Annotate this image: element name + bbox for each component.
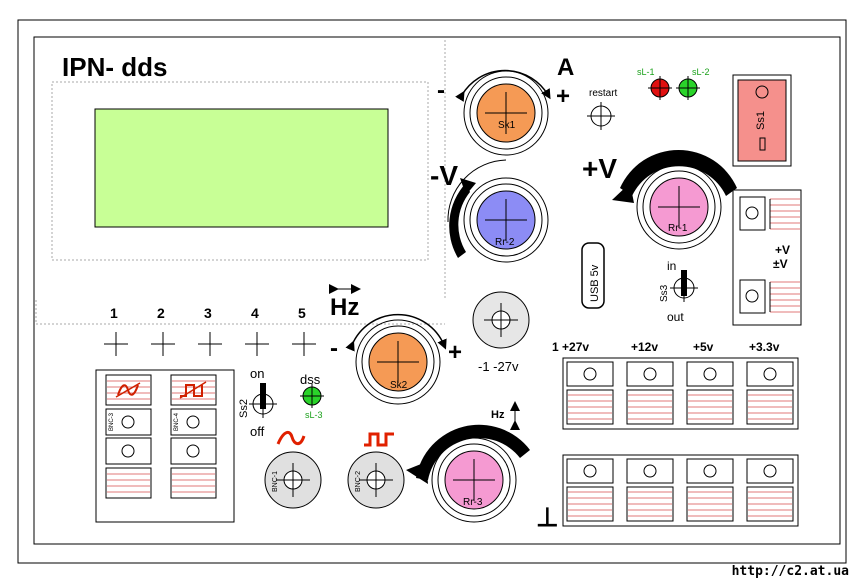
restart-button[interactable] [587, 102, 615, 130]
screw-terminal [686, 361, 734, 425]
channel-number: 5 [298, 305, 306, 321]
voltage-label: +12v [631, 340, 658, 354]
frequency-label-small: Hz [491, 409, 505, 421]
usb-label: USB 5v [589, 264, 601, 302]
lcd-screen [94, 108, 389, 228]
in-out-switch-ss3[interactable] [670, 270, 698, 302]
screw-terminal [566, 361, 614, 425]
voltage-label: 1 +27v [552, 340, 589, 354]
screw-terminal [746, 458, 794, 522]
fine-frequency-knob-rr3[interactable]: Rr-3 [406, 424, 530, 523]
channel-number: 4 [251, 305, 259, 321]
usb-port[interactable]: USB 5v [581, 242, 605, 309]
bnc1-connector[interactable]: BNC-1 [264, 451, 322, 509]
screw-terminal [746, 361, 794, 425]
led-sl1 [648, 76, 672, 100]
switch-label: Ss1 [755, 111, 767, 130]
output-connector-panel: BNC-3 BNC-4 [95, 369, 235, 523]
switch-in-label: in [667, 259, 676, 273]
positive-voltage-label: +V [582, 153, 617, 184]
screw-terminal [626, 458, 674, 522]
channel-marks [104, 332, 316, 356]
square-wave-icon [180, 384, 203, 397]
panel-title: IPN- dds [62, 52, 167, 82]
channel-number: 1 [110, 305, 118, 321]
sine-wave-icon [276, 430, 306, 446]
knob-label: Sk2 [390, 380, 408, 391]
switch-label: Ss2 [238, 399, 250, 418]
led-sl2 [676, 76, 700, 100]
negative-voltage-label: -V [430, 160, 458, 191]
footer-url: http://c2.at.ua [731, 564, 849, 579]
lcd-bezel [51, 81, 429, 261]
switch-out-label: out [667, 310, 684, 324]
channel-number: 2 [157, 305, 165, 321]
amplitude-label: A [557, 54, 574, 81]
voltage-label: +5v [693, 340, 714, 354]
led-sl3 [300, 384, 324, 408]
knob-label: Rr-3 [463, 497, 483, 508]
negative-voltage-knob-rr2[interactable]: Rr-2 [447, 159, 549, 263]
bnc-label: BNC-2 [355, 471, 362, 492]
pot-label: -1 -27v [478, 359, 519, 374]
voltage-label: +3.3v [749, 340, 780, 354]
amplitude-knob-sk1[interactable]: Sk1 [455, 69, 551, 156]
led-label: sL-1 [637, 67, 655, 77]
channel-number: 3 [204, 305, 212, 321]
power-switch-ss1[interactable]: Ss1 [732, 74, 792, 167]
bnc-label: BNC-4 [174, 412, 180, 431]
plus-sign: + [556, 83, 570, 110]
terminal-label: ±V [773, 257, 788, 271]
knob-label: Rr-2 [495, 237, 515, 248]
knob-label: Rr-1 [668, 223, 688, 234]
screw-terminal [626, 361, 674, 425]
on-off-switch-ss2[interactable] [249, 383, 277, 418]
panel-border [33, 36, 841, 545]
screw-terminal [686, 458, 734, 522]
bnc-label: BNC-3 [109, 412, 115, 431]
switch-off-label: off [250, 424, 265, 439]
frequency-knob-sk2[interactable]: Sk2 [345, 313, 447, 405]
terminal-label: +V [775, 243, 790, 257]
frequency-label: Hz [330, 294, 359, 321]
restart-label: restart [589, 88, 618, 99]
square-wave-icon [364, 432, 394, 447]
minus-sign: - [437, 77, 445, 104]
dds-label: dss [300, 372, 321, 387]
positive-voltage-knob-rr1[interactable]: Rr-1 [612, 149, 737, 250]
plus-sign: + [448, 339, 462, 366]
switch-on-label: on [250, 366, 264, 381]
minus-sign: - [330, 335, 338, 362]
trim-pot[interactable] [472, 291, 530, 349]
ground-symbol: ⊥ [536, 502, 559, 532]
bnc2-connector[interactable]: BNC-2 [347, 451, 405, 509]
bnc-label: BNC-1 [272, 471, 279, 492]
switch-label: Ss3 [659, 284, 670, 302]
outer-frame [17, 19, 847, 564]
knob-label: Sk1 [498, 120, 516, 131]
led-label: sL-2 [692, 67, 710, 77]
led-label: sL-3 [305, 410, 323, 420]
screw-terminal [566, 458, 614, 522]
power-terminal-block [732, 189, 802, 326]
